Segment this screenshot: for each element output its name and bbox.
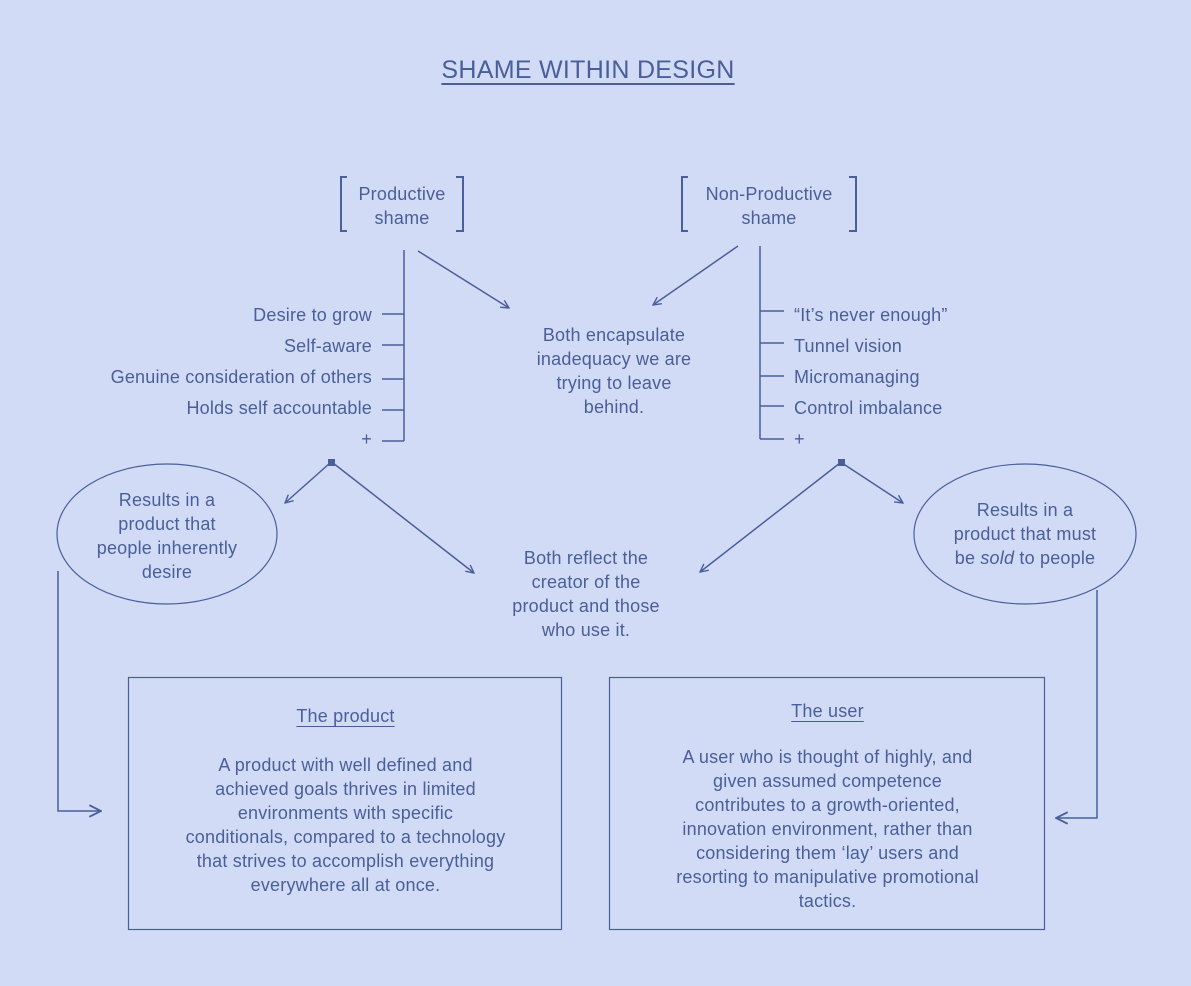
productive-shame-label: Productive shame bbox=[358, 184, 446, 228]
arrow-productive-to-reflect bbox=[332, 462, 474, 573]
both-encapsulate-text: Both encapsulate inadequacy we are tryin… bbox=[536, 325, 692, 417]
nonproductive-trait-4: Control imbalance bbox=[794, 398, 943, 418]
product-box-title: The product bbox=[296, 706, 395, 726]
nonproductive-result-ellipse bbox=[913, 463, 1137, 605]
productive-trait-1: Desire to grow bbox=[253, 305, 372, 325]
nonproductive-shame-label: Non-Productive shame bbox=[705, 184, 833, 228]
nonproductive-right-bracket bbox=[849, 176, 857, 232]
user-box-body: A user who is thought of highly, and giv… bbox=[676, 747, 979, 911]
arrow-productive-to-encapsulate bbox=[417, 250, 509, 308]
arrow-nonproductive-to-reflect bbox=[700, 462, 841, 572]
user-box bbox=[608, 676, 1046, 931]
nonproductive-result-text: Results in a product that must be sold t… bbox=[953, 500, 1097, 568]
productive-branch-node bbox=[328, 459, 335, 466]
page-title: SHAME WITHIN DESIGN bbox=[441, 56, 735, 84]
productive-result-text: Results in a product that people inheren… bbox=[96, 490, 238, 582]
nonproductive-trait-1: “It’s never enough” bbox=[794, 305, 948, 325]
nonproductive-trait-2: Tunnel vision bbox=[794, 336, 902, 356]
arrow-productive-to-result bbox=[285, 462, 331, 503]
productive-trait-5: + bbox=[361, 429, 372, 449]
arrow-nonproductive-to-encapsulate bbox=[653, 245, 739, 305]
nonproductive-branch-node bbox=[838, 459, 845, 466]
productive-trait-3: Genuine consideration of others bbox=[110, 367, 372, 387]
productive-left-bracket bbox=[340, 176, 347, 232]
product-box bbox=[127, 676, 563, 931]
user-box-title: The user bbox=[791, 701, 864, 721]
product-box-body: A product with well defined and achieved… bbox=[185, 755, 506, 895]
arrow-result-to-user-box bbox=[1056, 590, 1098, 818]
productive-trait-2: Self-aware bbox=[283, 336, 372, 356]
productive-result-ellipse bbox=[56, 463, 278, 605]
nonproductive-left-bracket bbox=[681, 176, 688, 232]
nonproductive-trait-5: + bbox=[794, 429, 805, 449]
nonproductive-trait-3: Micromanaging bbox=[794, 367, 920, 387]
productive-trait-4: Holds self accountable bbox=[186, 398, 372, 418]
arrow-nonproductive-to-result bbox=[841, 462, 903, 503]
productive-right-bracket bbox=[456, 176, 464, 232]
arrow-result-to-product-box bbox=[57, 571, 101, 811]
both-reflect-text: Both reflect the creator of the product … bbox=[512, 548, 660, 640]
